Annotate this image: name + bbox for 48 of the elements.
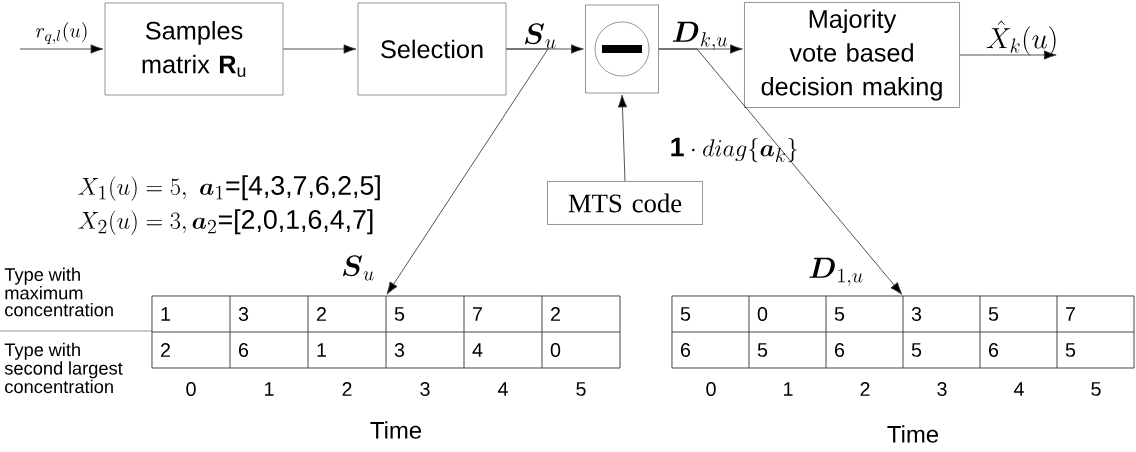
arrow xyxy=(959,50,1057,60)
edge-label: $r_{q,l}(u)$ xyxy=(36,22,87,44)
table-cell: 6 xyxy=(979,331,1058,369)
node-label: $\boldsymbol{S}_u$ xyxy=(343,255,374,281)
table-cell: 2 xyxy=(541,295,621,333)
table-cell: 0 xyxy=(541,331,621,369)
table-cell: 7 xyxy=(463,295,543,333)
axis-title: Time xyxy=(887,425,939,443)
table-cell: 0 xyxy=(748,295,827,333)
process-box: Majority vote based decision making xyxy=(744,2,960,108)
formula-label: $\mathbf{1}\cdot diag\{\boldsymbol{a}_k\}$ xyxy=(671,137,797,163)
row-label: Type with maximum concentration xyxy=(4,267,113,317)
formula-label: $X_1(u) = 5,\ \boldsymbol{a}_1\text{=[4,3,7,6,2,5]}$ xyxy=(78,175,380,201)
arrow xyxy=(19,44,104,54)
table-cell: 6 xyxy=(229,331,309,369)
table-cell: 5 xyxy=(825,295,904,333)
arrow xyxy=(282,44,357,54)
subtractor-symbol xyxy=(585,4,659,94)
table-cell: 1 xyxy=(307,331,387,369)
table-cell: 3 xyxy=(902,295,981,333)
table-cell: 6 xyxy=(671,331,750,369)
table-cell: 6 xyxy=(825,331,904,369)
node-label: $\boldsymbol{D}_{1,u}$ xyxy=(809,257,863,287)
arrow xyxy=(386,48,549,295)
table-cell: 5 xyxy=(979,295,1058,333)
axis-title: Time xyxy=(370,421,422,439)
arrow xyxy=(658,48,903,295)
table-cell: 5 xyxy=(748,331,827,369)
table-cell: 2 xyxy=(307,295,387,333)
formula-label: $X_2(u) = 3, \boldsymbol{a}_2\text{=[2,0,1,6,4,7]}$ xyxy=(78,209,373,235)
table-cell: 5 xyxy=(1056,331,1135,369)
process-box: Samples matrix R$_{u}$ xyxy=(104,2,284,96)
table-cell: 7 xyxy=(1056,295,1135,333)
table-cell: 5 xyxy=(671,295,750,333)
code-box: MTS code xyxy=(547,181,703,225)
table-cell: 5 xyxy=(902,331,981,369)
row-label: Type with second largest concentration xyxy=(4,342,123,394)
edge-label: $\hat{X}_k(u)$ xyxy=(986,20,1056,56)
table-cell: 3 xyxy=(229,295,309,333)
table-cell: 3 xyxy=(385,331,465,369)
table-cell: 4 xyxy=(463,331,543,369)
arrow xyxy=(617,94,628,182)
edge-label: $\boldsymbol{S}_u$ xyxy=(525,23,556,49)
process-box: Selection xyxy=(357,2,507,96)
table-cell: 1 xyxy=(151,295,231,333)
edge-label: $\boldsymbol{D}_{k,u}$ xyxy=(672,21,728,51)
table-cell: 2 xyxy=(151,331,231,369)
table-cell: 5 xyxy=(385,295,465,333)
